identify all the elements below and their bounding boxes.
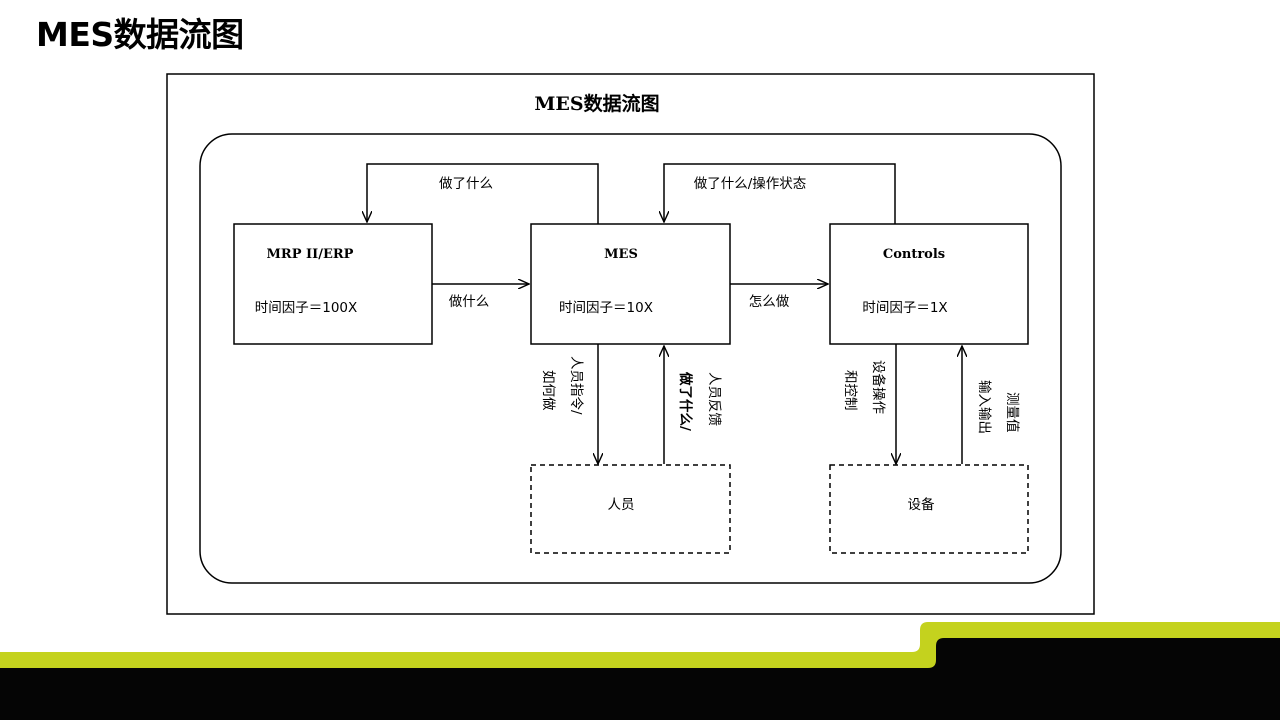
- system-boundary: [199, 133, 1062, 584]
- arrow-label-mes-to-personnel-2: 如何做: [540, 370, 556, 411]
- slide-title: MES数据流图: [36, 15, 244, 54]
- arrow-label-controls-to-mes: 做了什么/操作状态: [694, 176, 807, 192]
- arrow-label-controls-to-equipment-2: 和控制: [842, 370, 858, 411]
- mes-time-factor: 时间因子＝10X: [559, 300, 653, 316]
- personnel-box-label: 人员: [608, 497, 635, 513]
- diagram-title: MES数据流图: [534, 92, 659, 115]
- controls-box: [829, 223, 1029, 345]
- arrow-mes-to-erp-top: [367, 163, 599, 224]
- arrow-label-mes-to-erp: 做了什么: [439, 176, 493, 192]
- arrow-label-mes-to-controls: 怎么做: [749, 294, 790, 310]
- mes-box-label: MES: [604, 247, 638, 262]
- arrow-controls-to-mes-top: [664, 163, 896, 224]
- arrow-label-mes-to-personnel-1: 人员指令/: [568, 356, 584, 415]
- controls-time-factor: 时间因子＝1X: [862, 300, 947, 316]
- mes-box: [530, 223, 731, 345]
- equipment-box: [829, 464, 1029, 554]
- arrow-label-controls-to-equipment-1: 设备操作: [870, 360, 887, 414]
- controls-box-label: Controls: [883, 247, 945, 262]
- personnel-box: [530, 464, 731, 554]
- arrow-label-personnel-to-mes-2: 人员反馈: [706, 372, 722, 426]
- arrow-label-equipment-to-controls-1: 输入输出: [976, 380, 992, 434]
- erp-time-factor: 时间因子＝100X: [255, 300, 358, 316]
- erp-box: [233, 223, 433, 345]
- arrow-label-erp-to-mes: 做什么: [449, 294, 490, 310]
- erp-box-label: MRP II/ERP: [267, 247, 354, 262]
- arrow-label-equipment-to-controls-2: 测量值: [1004, 392, 1020, 433]
- arrow-label-personnel-to-mes-1: 做了什么/: [677, 371, 694, 431]
- equipment-box-label: 设备: [908, 496, 936, 513]
